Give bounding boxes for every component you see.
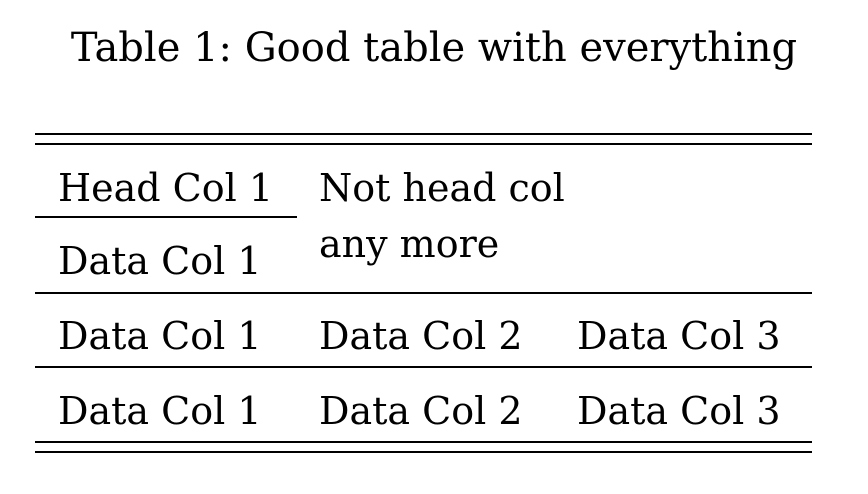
table-cell: Data Col 2 xyxy=(319,389,523,433)
row-rule xyxy=(35,366,812,368)
table-cell: Data Col 1 xyxy=(58,389,262,433)
first-data-cell-col1: Data Col 1 xyxy=(58,239,262,283)
merged-cell-line1: Not head col xyxy=(319,166,565,210)
table-cell: Data Col 1 xyxy=(58,314,262,358)
mid-rule xyxy=(35,292,812,294)
table-caption: Table 1: Good table with everything xyxy=(70,25,798,71)
table-cell: Data Col 2 xyxy=(319,314,523,358)
table-cell: Data Col 3 xyxy=(577,314,781,358)
merged-cell-line2: any more xyxy=(319,222,500,266)
top-rule-inner xyxy=(35,143,812,145)
header-cell-col1: Head Col 1 xyxy=(58,166,274,210)
top-rule-outer xyxy=(35,133,812,135)
bottom-rule-inner xyxy=(35,441,812,443)
table-cell: Data Col 3 xyxy=(577,389,781,433)
bottom-rule-outer xyxy=(35,451,812,453)
partial-rule xyxy=(35,216,297,218)
